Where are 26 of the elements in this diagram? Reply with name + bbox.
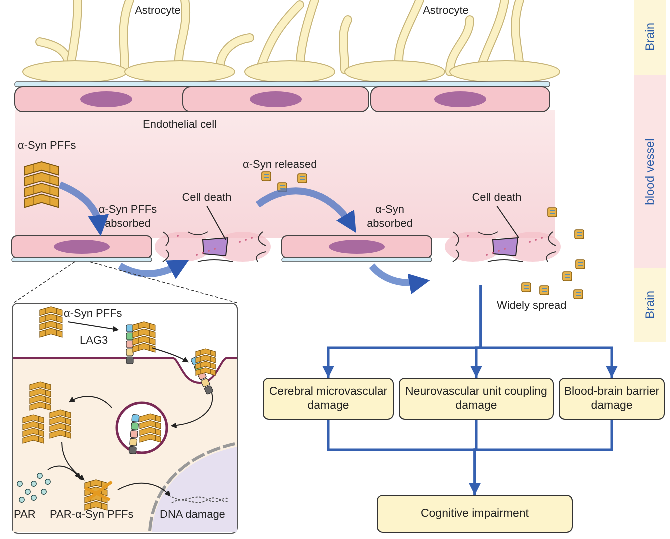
callout-text: Cell death	[468, 191, 526, 206]
process-box: Cerebral microvascular damage	[263, 378, 394, 420]
flow-arrow	[469, 420, 614, 495]
region-label: blood vessel	[643, 138, 657, 208]
callout-text: Cell death	[178, 191, 236, 206]
annotation-text: PAR	[14, 508, 37, 522]
region-label: Brain	[643, 22, 657, 54]
leader-line	[496, 206, 520, 238]
annotation-text: α-Syn PFFs	[18, 139, 78, 153]
region-label: Brain	[643, 290, 657, 322]
process-box: Neurovascular unit coupling damage	[399, 378, 554, 420]
process-box: Blood-brain barrier damage	[559, 378, 665, 420]
flow-arrow	[480, 285, 618, 378]
annotation-text: α-Syn PFFs absorbed	[98, 203, 158, 231]
annotation-text: DNA damage	[160, 508, 226, 522]
annotation-text: α-Syn absorbed	[366, 203, 414, 231]
annotation-text: α-Syn PFFs	[64, 307, 124, 321]
annotation-text: Astrocyte	[134, 4, 182, 18]
annotation-text: LAG3	[80, 334, 110, 348]
annotation-text: Endothelial cell	[142, 118, 218, 132]
annotation-text: Widely spread	[497, 299, 568, 313]
annotation-text: PAR-α-Syn PFFs	[50, 508, 135, 522]
leader-line	[206, 206, 226, 240]
annotation-text: α-Syn released	[243, 158, 318, 172]
process-box: Cognitive impairment	[377, 495, 573, 533]
annotation-text: Astrocyte	[422, 4, 470, 18]
